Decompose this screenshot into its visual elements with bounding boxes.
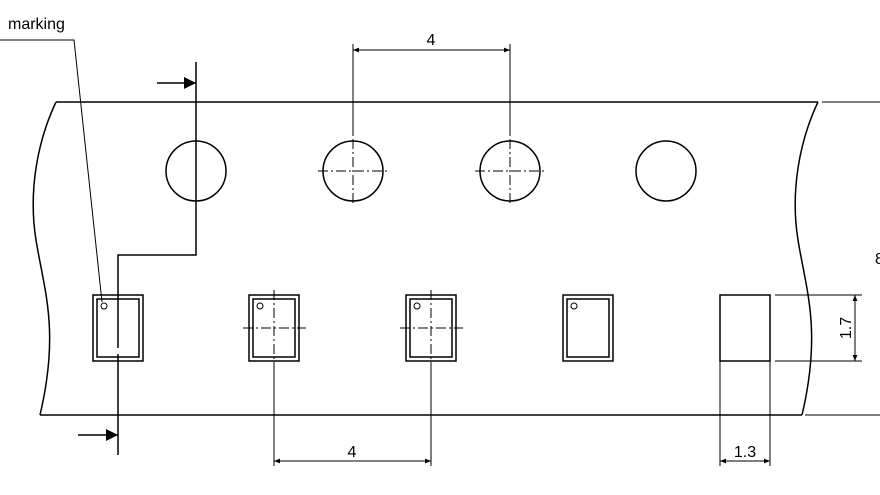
cut-off-label: 8 bbox=[875, 251, 880, 268]
pockets bbox=[92, 290, 771, 366]
marking-dot-icon bbox=[570, 302, 578, 310]
pocket-empty bbox=[719, 294, 771, 362]
width-label: 1.3 bbox=[734, 444, 756, 461]
pocket bbox=[562, 294, 614, 362]
marking-dot-icon bbox=[413, 302, 421, 310]
reference-line bbox=[78, 62, 197, 455]
pocket bbox=[92, 294, 144, 362]
width-dimension: 1.3 bbox=[719, 361, 771, 466]
height-dimension: 1.7 bbox=[775, 294, 862, 362]
pitch-top-label: 4 bbox=[427, 32, 436, 49]
marking-callout: marking bbox=[0, 16, 103, 303]
sprocket-hole bbox=[635, 140, 697, 202]
pitch-dimension-bottom: 4 bbox=[273, 366, 432, 466]
pitch-bottom-label: 4 bbox=[348, 444, 357, 461]
height-label: 1.7 bbox=[838, 317, 855, 339]
pitch-dimension-top: 4 bbox=[352, 32, 511, 136]
marking-label: marking bbox=[8, 16, 65, 33]
sprocket-holes bbox=[165, 136, 697, 203]
marking-dot-icon bbox=[100, 302, 108, 310]
tape-outline bbox=[32, 101, 880, 416]
marking-dot-icon bbox=[256, 302, 264, 310]
